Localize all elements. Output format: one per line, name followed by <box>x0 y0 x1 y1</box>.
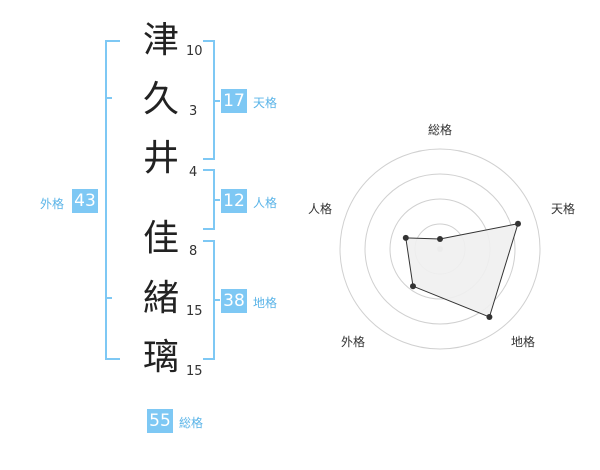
radar-axis-label-jinkaku: 人格 <box>308 202 333 216</box>
name-char-2: 久 <box>142 79 179 120</box>
stroke-count-4: 8 <box>189 244 198 259</box>
stroke-count-1: 10 <box>186 44 203 59</box>
name-char-3: 井 <box>142 138 179 179</box>
jinkaku-bracket <box>203 169 220 230</box>
jinkaku-value: 12 <box>221 189 247 213</box>
stroke-count-3: 4 <box>189 165 198 180</box>
radar-axis-label-chikaku: 地格 <box>511 335 536 349</box>
tenkaku-bracket <box>203 40 220 160</box>
stroke-count-6: 15 <box>186 364 203 379</box>
name-char-4: 佳 <box>142 218 179 259</box>
radar-point-1 <box>437 236 443 242</box>
name-char-1: 津 <box>142 20 179 61</box>
name-char-6: 璃 <box>142 337 179 378</box>
radar-axis-label-soukaku: 総格 <box>428 123 453 137</box>
radar-point-5 <box>402 234 409 241</box>
soukaku-value: 55 <box>147 409 173 433</box>
radar-ring-4 <box>339 148 541 350</box>
radar-axis-label-tenkaku: 天格 <box>551 202 576 216</box>
radar-point-2 <box>515 220 521 227</box>
jinkaku-label: 人格 <box>253 196 278 210</box>
chikaku-bracket <box>203 240 220 360</box>
name-char-5: 緒 <box>142 278 179 319</box>
chikaku-value: 38 <box>221 289 247 313</box>
tenkaku-label: 天格 <box>253 96 278 110</box>
radar-point-4 <box>410 283 416 290</box>
radar-point-3 <box>486 314 493 320</box>
stroke-count-2: 3 <box>189 104 198 119</box>
gaikaku-value: 43 <box>72 189 98 213</box>
gaikaku-label: 外格 <box>40 197 65 211</box>
radar-value-polygon <box>405 223 519 318</box>
soukaku-label: 総格 <box>179 416 204 430</box>
radar-axis-label-gaikaku: 外格 <box>341 335 366 349</box>
stroke-count-5: 15 <box>186 304 203 319</box>
chikaku-label: 地格 <box>253 296 278 310</box>
gaikaku-bracket <box>105 40 120 360</box>
tenkaku-value: 17 <box>221 89 247 113</box>
radar-ring-3 <box>364 173 516 325</box>
